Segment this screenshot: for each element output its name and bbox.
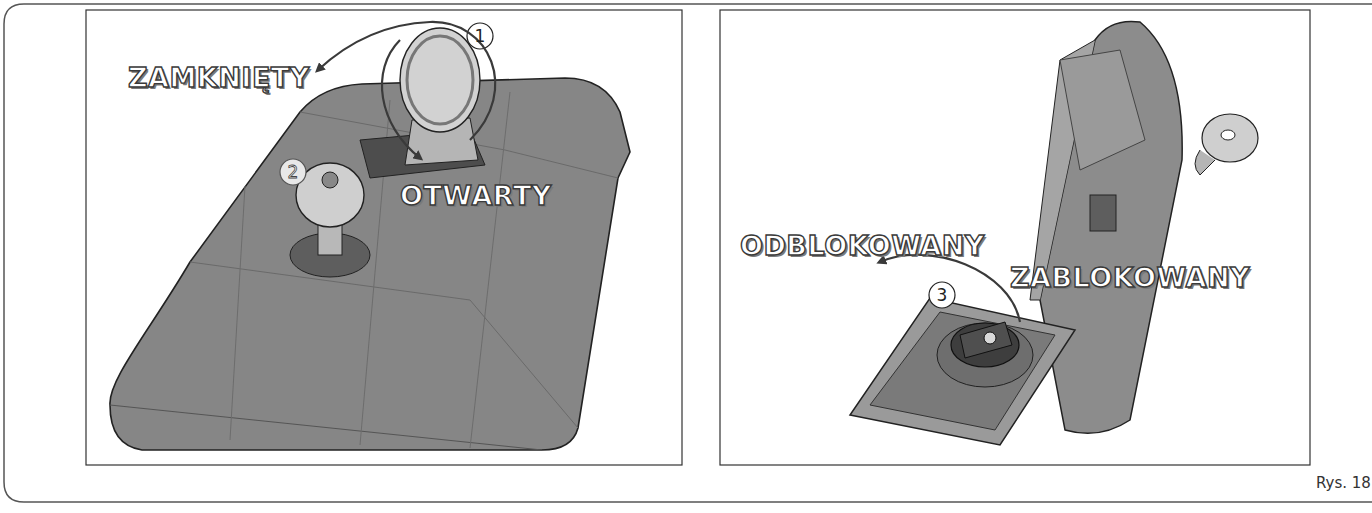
left-frame: [86, 10, 682, 465]
callout-number: 2: [280, 159, 306, 185]
state-label: ZAMKNIĘTY: [128, 62, 310, 93]
motor-housing: [110, 78, 630, 450]
base-tray: [850, 298, 1075, 445]
right-frame: [720, 10, 1310, 465]
unlock-arrow: [880, 255, 1020, 322]
state-label: OTWARTY: [400, 180, 552, 211]
release-knob: [929, 282, 1019, 367]
figure-caption: Rys. 18: [1316, 474, 1371, 492]
state-label: ODBLOKOWANY: [740, 230, 985, 261]
close-arrow: [318, 22, 495, 140]
open-cover: [1030, 21, 1182, 433]
open-arrow: [382, 40, 420, 158]
key: [280, 159, 364, 255]
key-ring: [1195, 114, 1258, 175]
outer-border: [4, 4, 1372, 502]
callout-number: 3: [929, 282, 955, 308]
callout-number: 1: [467, 23, 493, 49]
lock-flap: [400, 23, 493, 165]
state-label: ZABLOKOWANY: [1010, 262, 1250, 293]
